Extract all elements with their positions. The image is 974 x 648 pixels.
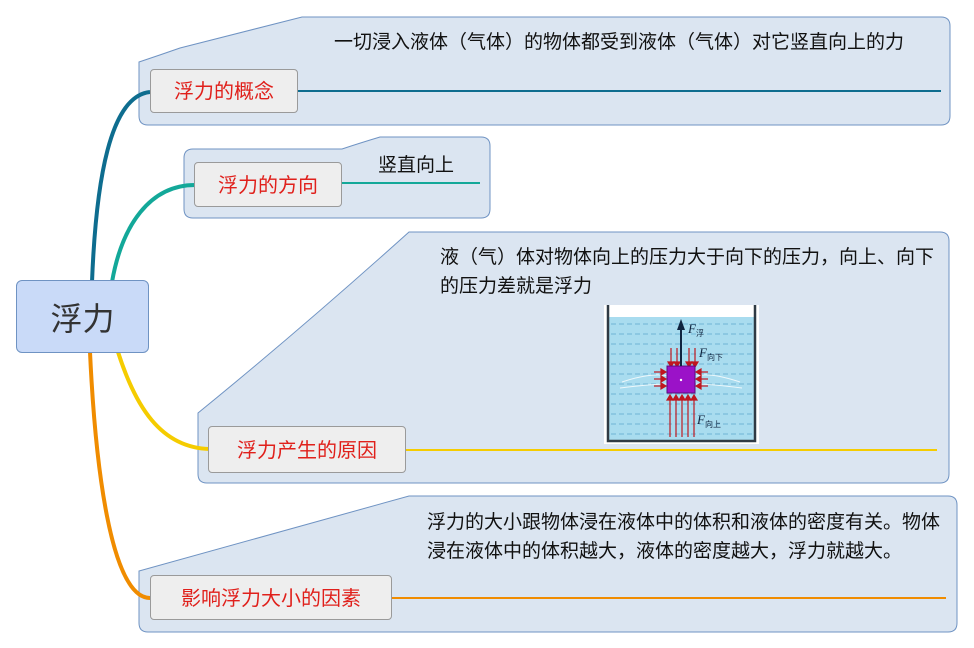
central-topic[interactable]: 浮力 [16, 280, 149, 353]
container-wall [606, 305, 757, 443]
buoyancy-figure: F浮 F向下 F向上 [604, 305, 759, 444]
connector-direction [110, 183, 196, 283]
callout-concept [138, 16, 951, 126]
note-concept: 一切浸入液体（气体）的物体都受到液体（气体）对它竖直向上的力 [334, 31, 905, 53]
label-f-buoyant: F浮 [687, 321, 704, 338]
note-direction: 竖直向上 [378, 154, 455, 176]
buoyant-force-arrow [677, 319, 685, 366]
pressure-arrows [654, 348, 708, 437]
callout-cause [197, 231, 950, 484]
topic-cause[interactable]: 浮力产生的原因 [208, 426, 406, 473]
topic-direction-label: 浮力的方向 [218, 172, 318, 197]
topic-concept-label: 浮力的概念 [174, 79, 274, 103]
block-center-dot [679, 378, 683, 382]
topic-cause-label: 浮力产生的原因 [237, 437, 377, 462]
note-cause: 液（气）体对物体向上的压力大于向下的压力，向上、向下的压力差就是浮力 [440, 246, 935, 297]
connector-factors [88, 351, 151, 600]
note-factors: 浮力的大小跟物体浸在液体中的体积和液体的密度有关。物体浸在液体中的体积越大，液体… [427, 511, 941, 562]
topic-factors[interactable]: 影响浮力大小的因素 [150, 575, 392, 620]
topic-factors-label: 影响浮力大小的因素 [181, 585, 361, 610]
label-f-up: F向上 [696, 412, 721, 429]
topic-direction[interactable]: 浮力的方向 [194, 162, 342, 207]
connector-cause [116, 351, 211, 451]
label-f-down: F向下 [698, 345, 723, 362]
topic-concept[interactable]: 浮力的概念 [150, 69, 298, 113]
central-topic-label: 浮力 [50, 299, 115, 338]
connector-concept [90, 90, 151, 283]
